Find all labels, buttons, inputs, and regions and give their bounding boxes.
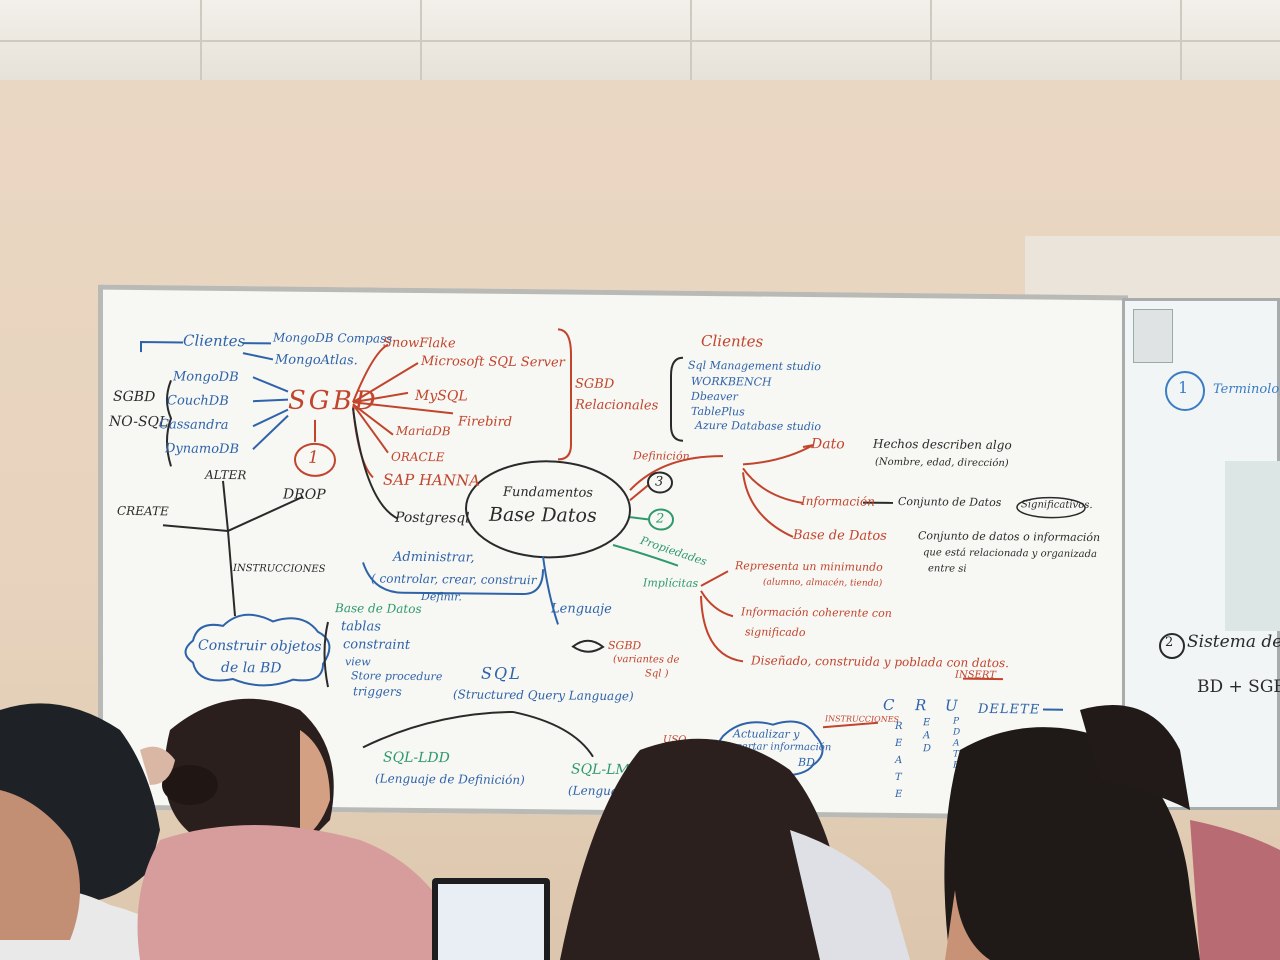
label-base-de-datos-objects: Base de Datos (335, 601, 422, 616)
label-insert: INSERT (955, 669, 996, 682)
bd-definition-line: Conjunto de datos o información (918, 529, 1101, 545)
slide-circle-2-icon (1159, 633, 1185, 659)
label-significativos: Significativos. (1021, 499, 1093, 512)
label-sgbd-relacionales: SGBD (575, 376, 615, 393)
label-implicitas: Implícitas (643, 576, 699, 590)
vendor-item: Firebird (458, 414, 513, 430)
slide-bd-sgbd: BD + SGB (1197, 677, 1280, 697)
label-hechos: Hechos describen algo (873, 436, 1012, 453)
label-mongoatlas: MongoAtlas. (275, 352, 358, 369)
label-alter: ALTER (205, 467, 247, 483)
bd-definition-line: entre si (928, 563, 967, 575)
whiteboard: SGBD NO-SQL Clientes MongoDB Compass Mon… (98, 284, 1128, 821)
client-item: Sql Management studio (688, 358, 821, 374)
label-variantes: (variantes de (613, 654, 680, 666)
property-item: Representa un minimundo (735, 559, 883, 574)
property-detail: (alumno, almacén, tienda) (763, 577, 883, 589)
slide-content-block (1225, 461, 1280, 631)
ceiling-grid-line (1180, 0, 1182, 80)
vendor-item: MariaDB (396, 423, 451, 439)
vendor-item: SnowFlake (383, 335, 456, 352)
client-item: WORKBENCH (691, 374, 772, 389)
nosql-item: MongoDB (173, 369, 239, 386)
nosql-item: DynamoDB (165, 441, 240, 458)
client-item: Azure Database studio (695, 418, 822, 434)
nosql-item: Cassandra (159, 417, 229, 433)
label-clientes-title: Clientes (701, 331, 764, 351)
label-construir-objetos: Construir objetos (198, 637, 322, 655)
label-sql-small: Sql ) (645, 668, 669, 680)
label-drop: DROP (283, 486, 326, 503)
center-title-fundamentos: Fundamentos (503, 484, 593, 501)
slide-terminologia: Terminologí (1213, 382, 1280, 397)
nosql-item: CouchDB (167, 393, 229, 409)
label-administrar-detalle: ( controlar, crear, construir (371, 571, 537, 588)
ceiling (0, 0, 1280, 82)
bd-object-item: tablas (341, 619, 381, 635)
slide-number-1: 1 (1178, 378, 1189, 397)
bd-object-item: Store procedure (351, 669, 443, 684)
bd-definition-line: que está relacionada y organizada (923, 547, 1097, 561)
slide-number-2: 2 (1165, 635, 1174, 650)
label-base-de-datos-def: Base de Datos (793, 527, 887, 544)
label-administrar: Administrar, (393, 549, 475, 566)
label-instrucciones: INSTRUCCIONES (233, 563, 326, 575)
logo-badge-icon (1133, 309, 1173, 363)
label-dato: Dato (811, 436, 845, 453)
circle-number-3: 3 (655, 474, 664, 490)
bd-object-item: constraint (343, 637, 411, 653)
label-lenguaje: Lenguaje (551, 601, 612, 617)
vendor-item: Postgresql (395, 509, 470, 527)
ceiling-grid-line (0, 40, 1280, 42)
label-sgbd-big: SGBD (288, 385, 379, 417)
label-relacionales: Relacionales (575, 397, 659, 414)
ceiling-grid-line (690, 0, 692, 80)
label-conjunto-datos: Conjunto de Datos (898, 494, 1002, 510)
circle-number-1: 1 (308, 447, 319, 468)
center-title-base-datos: Base Datos (489, 503, 597, 527)
label-mongodb-compass: MongoDB Compass (273, 330, 393, 346)
vendor-item: Microsoft SQL Server (421, 353, 565, 371)
ceiling-grid-line (930, 0, 932, 80)
vendor-item: SAP HANNA (383, 470, 480, 490)
label-de-la-bd: de la BD (221, 659, 282, 677)
label-hechos-ejemplo: (Nombre, edad, dirección) (875, 456, 1009, 470)
property-detail: significado (745, 625, 806, 640)
label-sql: SQL (481, 663, 522, 684)
students-foreground (0, 698, 1280, 960)
label-sgbd-small: SGBD (608, 638, 642, 653)
circle-number-2: 2 (656, 511, 665, 527)
label-clientes-nosql: Clientes (183, 331, 246, 351)
client-item: Dbeaver (691, 389, 738, 404)
client-item: TablePlus (691, 404, 745, 419)
label-sgbd-nosql: SGBD (113, 388, 156, 406)
ceiling-grid-line (420, 0, 422, 80)
bd-object-item: view (345, 655, 371, 669)
slide-sistema: Sistema de B (1187, 632, 1280, 652)
property-item: Información coherente con (741, 605, 892, 620)
vendor-item: MySQL (415, 387, 468, 405)
label-definicion: Definición (633, 449, 690, 463)
marker-lines (140, 328, 1086, 777)
label-create: CREATE (117, 503, 169, 519)
vendor-item: ORACLE (391, 449, 445, 465)
slide-circle-1-icon (1165, 371, 1205, 411)
label-definir: Definir. (421, 589, 462, 604)
ceiling-grid-line (200, 0, 202, 80)
label-informacion: Información (801, 493, 875, 509)
property-item: Diseñado, construida y poblada con datos… (751, 653, 1009, 671)
laptop-screen (438, 884, 544, 960)
laptop (432, 878, 550, 960)
